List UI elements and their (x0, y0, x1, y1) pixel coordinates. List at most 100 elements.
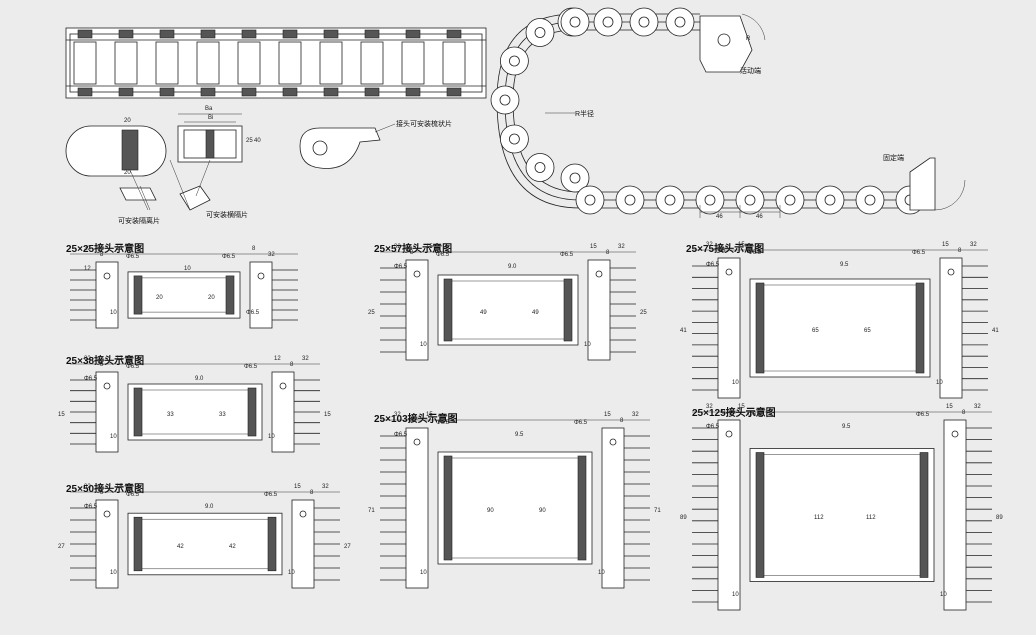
dimension-label: 32 (84, 356, 91, 362)
dimension-label: 32 (706, 404, 713, 410)
dimension-label: 20 (208, 295, 215, 301)
dimension-label: 112 (866, 515, 876, 521)
dimension-label: 12 (274, 356, 281, 362)
dimension-label: 10 (110, 434, 117, 440)
side-rail (577, 455, 587, 561)
dimension-label: Φ6.5 (244, 364, 258, 370)
h40-dim: 40 (254, 138, 261, 144)
link-pivot (624, 194, 636, 206)
dimension-label: 9.5 (840, 262, 849, 268)
chain-link (237, 41, 261, 85)
dimension-label: Φ6.5 (560, 252, 574, 258)
bi-dim: Bi (208, 115, 214, 121)
dimension-label: Φ6.5 (126, 364, 140, 370)
dimension-label: 32 (322, 484, 329, 490)
dimension-label: 15 (58, 412, 65, 418)
dimension-label: 32 (268, 252, 275, 258)
dimension-label: Φ6.5 (706, 262, 720, 268)
dimension-label: 8 (100, 490, 104, 496)
link-pivot (674, 16, 686, 28)
dimension-label: 12 (84, 266, 91, 272)
chain-pin (77, 87, 93, 97)
dimension-label: 15 (738, 404, 745, 410)
chain-link (360, 41, 384, 85)
dimension-label: 15 (294, 484, 301, 490)
chain-link (629, 7, 659, 37)
dimension-label: 10 (110, 310, 117, 316)
mount-hole (279, 382, 287, 390)
chain-pin (241, 87, 257, 97)
dimension-label: Φ6.5 (264, 492, 278, 498)
dimension-label: 12 (116, 246, 123, 252)
dimension-label: Φ6.5 (706, 424, 720, 430)
dimension-label: 32 (394, 244, 401, 250)
chain-link (196, 41, 220, 85)
dimension-label: 8 (290, 362, 294, 368)
chain-pin (323, 87, 339, 97)
side-rail (267, 516, 277, 572)
side-rail (563, 278, 573, 342)
chain-pin (364, 87, 380, 97)
chain-pin (282, 87, 298, 97)
dimension-label: Φ6.5 (84, 376, 98, 382)
bend-r-dim: R (746, 36, 751, 42)
chain-link (500, 46, 529, 76)
dimension-label: 15 (426, 412, 433, 418)
mount-hole (947, 268, 955, 276)
cross-section-detail (169, 113, 243, 211)
chain-link (815, 185, 845, 215)
joint-diagram (692, 249, 988, 399)
dimension-label: Φ6.5 (912, 250, 926, 256)
chain-link (525, 153, 555, 182)
end-block (717, 419, 741, 611)
link-pivot (824, 194, 836, 206)
mount-hole (725, 268, 733, 276)
chain-pin (405, 87, 421, 97)
link-pivot (569, 172, 581, 184)
end-block (939, 257, 963, 399)
joint-diagram (692, 411, 992, 611)
dimension-label: 89 (996, 515, 1003, 521)
end-block (405, 259, 429, 361)
link-pivot (638, 16, 650, 28)
center-frame (749, 278, 931, 378)
dimension-label: 10 (420, 570, 427, 576)
chain-link (575, 185, 605, 215)
pitch-a-dim: 46 (716, 214, 723, 220)
mount-hole (595, 270, 603, 278)
mount-hole (103, 272, 111, 280)
chain-pin (282, 29, 298, 39)
center-frame (437, 274, 579, 346)
end-block (291, 499, 315, 589)
dimension-label: 10 (288, 570, 295, 576)
comb-connector-detail (299, 123, 396, 169)
pitch-b-dim: 46 (756, 214, 763, 220)
link-pivot (584, 194, 596, 206)
chain-pin (405, 29, 421, 39)
dimension-label: 10 (110, 570, 117, 576)
dimension-label: Φ6.5 (574, 420, 588, 426)
dimension-label: 32 (706, 242, 713, 248)
chain-link (73, 41, 97, 85)
chain-link (114, 41, 138, 85)
dimension-label: 32 (84, 484, 91, 490)
dimension-label: 41 (992, 328, 999, 334)
chain-pin (241, 29, 257, 39)
dimension-label: 15 (324, 412, 331, 418)
link-pivot (569, 16, 581, 28)
side-rail (755, 282, 765, 374)
center-frame (127, 512, 283, 576)
dimension-label: 9.5 (842, 424, 851, 430)
dimension-label: 9.0 (195, 376, 204, 382)
dimension-label: 65 (812, 328, 819, 334)
joint-diagram (70, 253, 298, 329)
title-25x57: 25×57接头示意图 (374, 244, 453, 255)
dimension-label: 8 (252, 246, 256, 252)
joint-diagram (380, 251, 636, 361)
fixed-end-label: 固定端 (883, 155, 904, 162)
joint-diagram (70, 363, 320, 453)
ba-dim: Ba (205, 106, 213, 112)
dimension-label: Φ6.5 (126, 254, 140, 260)
dimension-label: 10 (940, 592, 947, 598)
